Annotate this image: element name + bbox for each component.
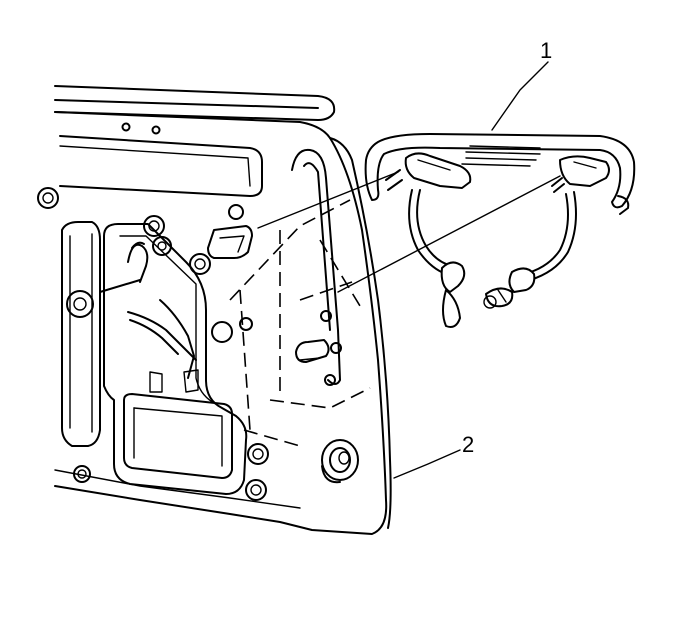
callout-1: 1 [491, 38, 552, 131]
alignment-lines [257, 171, 561, 293]
exterior-door-handle [364, 133, 636, 215]
grommet [321, 439, 359, 484]
callout-1-label: 1 [540, 38, 552, 63]
mounting-holes [37, 122, 342, 501]
door-inner-panel [37, 85, 392, 535]
callout-2-label: 2 [462, 432, 474, 457]
callout-2: 2 [393, 432, 474, 479]
